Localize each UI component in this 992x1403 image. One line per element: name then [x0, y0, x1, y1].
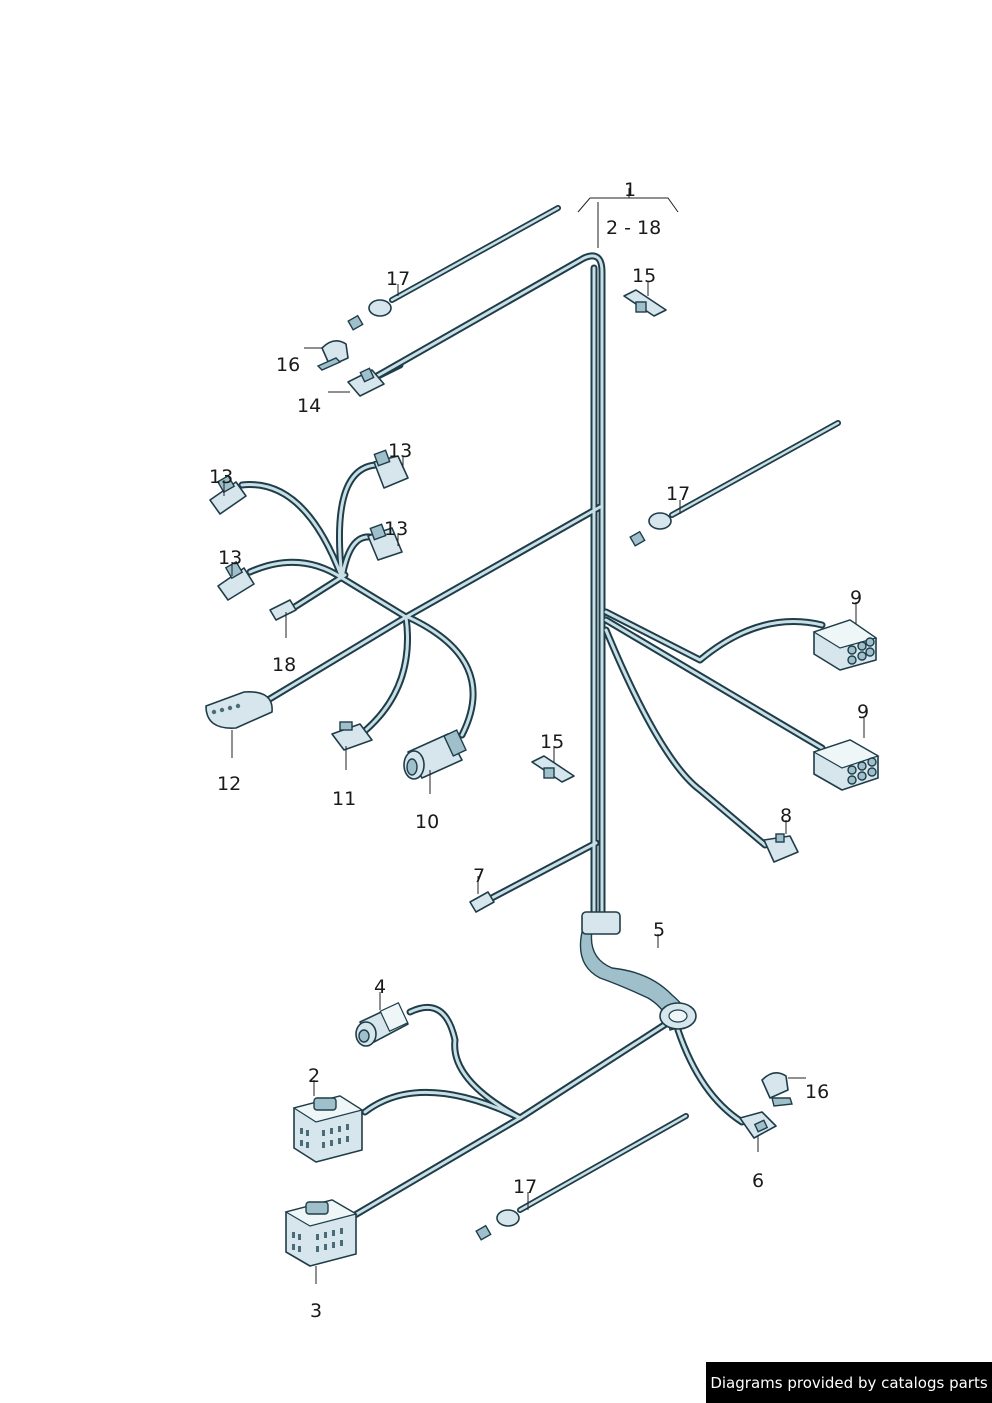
- callout-3: 3: [310, 1300, 322, 1322]
- callout-15-upper: 15: [632, 265, 656, 287]
- callout-17-right: 17: [666, 483, 690, 505]
- cable-tie-top: [347, 205, 561, 331]
- clip-15-lower: [531, 755, 575, 783]
- callout-9-upper: 9: [850, 587, 862, 609]
- connector-13-c: [367, 523, 403, 561]
- harness-wires: [238, 205, 841, 1241]
- callout-4: 4: [374, 976, 386, 998]
- callout-1: 1: [624, 179, 636, 201]
- callout-5: 5: [653, 919, 665, 941]
- connector-6: [739, 1111, 777, 1139]
- callout-11: 11: [332, 788, 356, 810]
- callout-13-c: 13: [384, 518, 408, 540]
- callout-14: 14: [297, 395, 321, 417]
- connector-10: [403, 729, 467, 780]
- callout-8: 8: [780, 805, 792, 827]
- connector-18: [269, 599, 297, 621]
- connector-8: [763, 833, 799, 863]
- branch-to-4-wire: [406, 1004, 524, 1122]
- connector-3: [284, 1199, 358, 1267]
- callout-12: 12: [217, 773, 241, 795]
- callout-18: 18: [272, 654, 296, 676]
- grommet-sleeve: [579, 911, 697, 1031]
- connector-12: [205, 691, 273, 729]
- connector-7: [469, 891, 495, 913]
- connector-9-upper: [812, 619, 878, 671]
- connector-13-a: [209, 474, 247, 515]
- callout-16-upper: 16: [276, 354, 300, 376]
- connector-13-b: [373, 449, 409, 489]
- callout-9-lower: 9: [857, 701, 869, 723]
- callout-7: 7: [473, 865, 485, 887]
- connector-4: [355, 1002, 409, 1047]
- branch-to-8-wire: [602, 626, 769, 849]
- leader-lines: [223, 188, 865, 1284]
- callout-6: 6: [752, 1170, 764, 1192]
- callout-13-d: 13: [218, 547, 242, 569]
- branch-to-6-wire: [674, 1026, 746, 1126]
- cable-tie-right: [629, 420, 841, 547]
- callout-13-b: 13: [388, 440, 412, 462]
- connector-2: [292, 1095, 364, 1163]
- credit-banner: Diagrams provided by catalogs parts: [706, 1362, 992, 1403]
- callout-17-bottom: 17: [513, 1176, 537, 1198]
- connector-11: [331, 721, 373, 751]
- connector-13-d: [217, 560, 255, 601]
- clip-16-lower: [761, 1072, 793, 1107]
- clip-16-upper: [316, 340, 349, 371]
- callout-17-top: 17: [386, 268, 410, 290]
- callout-16-lower: 16: [805, 1081, 829, 1103]
- main-trunk-wire: [366, 252, 606, 919]
- callout-labels: 1 2 - 18 17 15 16 14 13 13 13 13 17 9 18…: [209, 179, 869, 1322]
- callout-15-lower: 15: [540, 731, 564, 753]
- callout-13-a: 13: [209, 466, 233, 488]
- callout-10: 10: [415, 811, 439, 833]
- clip-15-upper: [623, 289, 667, 317]
- connector-9-lower: [812, 739, 880, 791]
- callout-2: 2: [308, 1065, 320, 1087]
- callout-2-18: 2 - 18: [606, 217, 661, 239]
- connector-14: [347, 367, 385, 397]
- cable-tie-bottom: [475, 1113, 689, 1241]
